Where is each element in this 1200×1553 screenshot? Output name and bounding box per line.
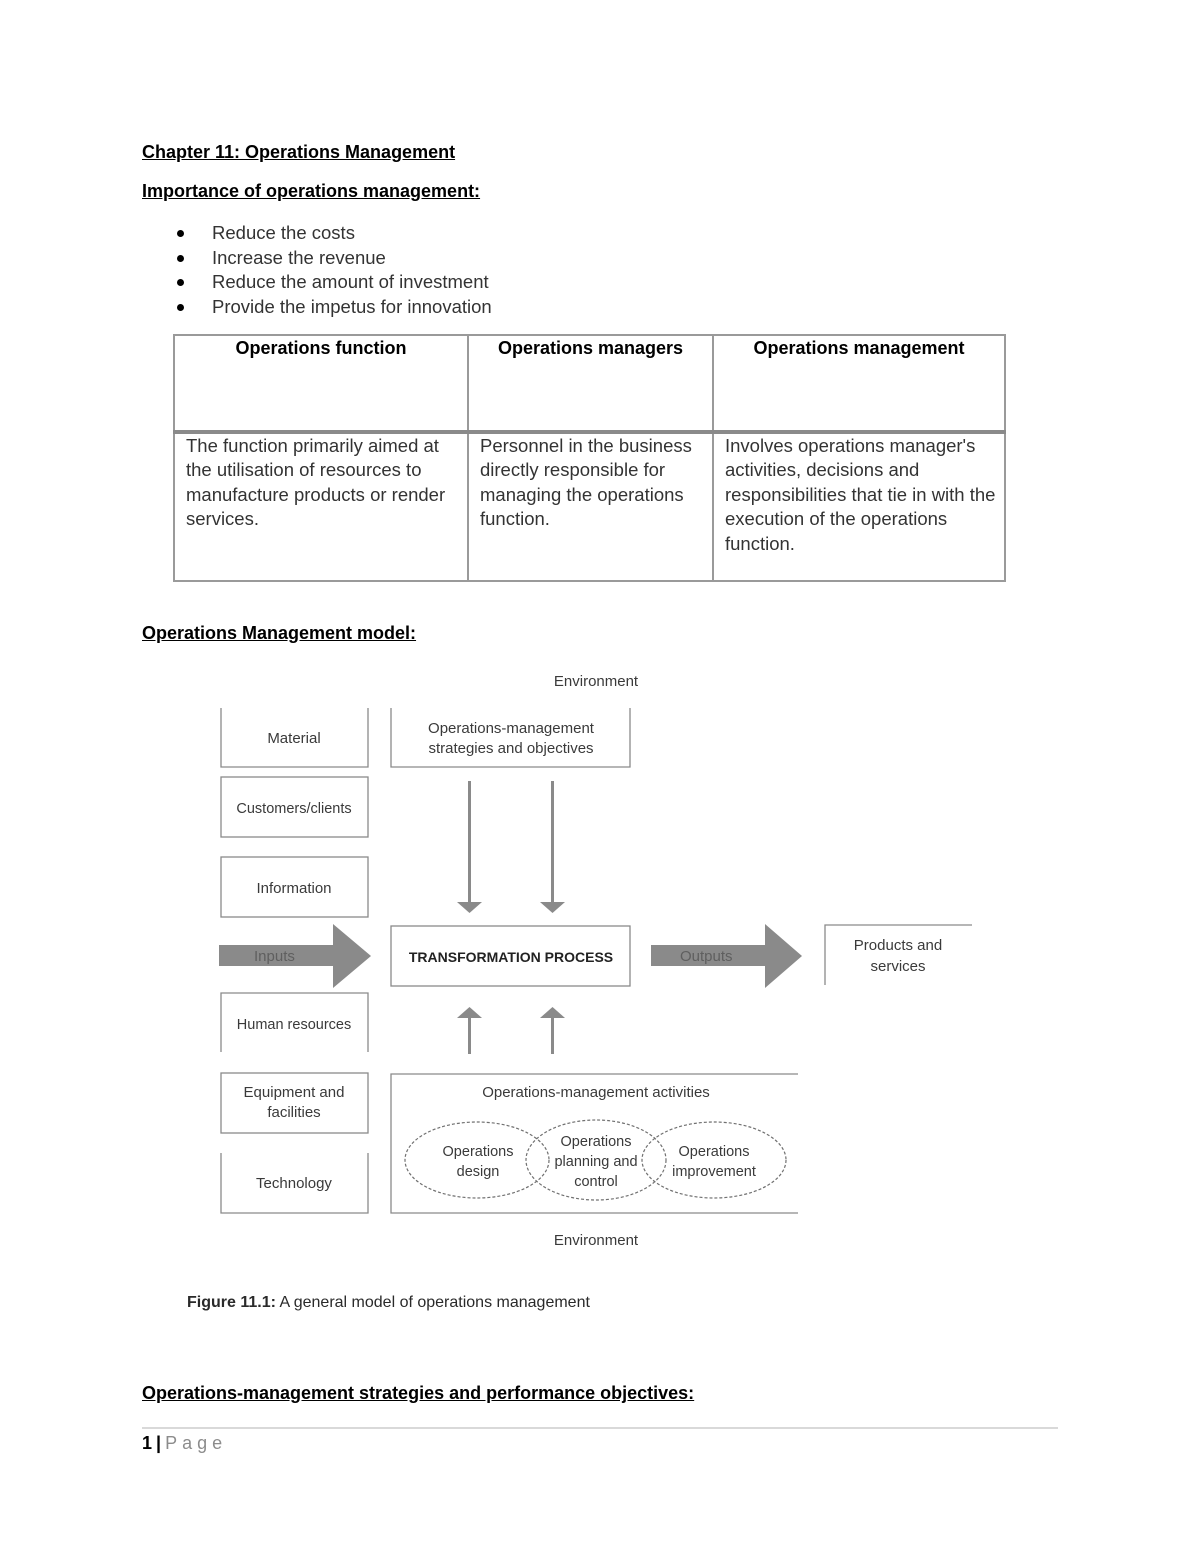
operations-design-ellipse: [404, 1121, 550, 1199]
activities-box: [390, 1073, 798, 1214]
human-resources-label: Human resources: [237, 1017, 351, 1033]
outputs-arrow: [651, 924, 802, 988]
footer-separator: |: [156, 1433, 162, 1453]
table-cell: Involves operations manager's activities…: [712, 431, 1006, 582]
page-number: 1: [142, 1433, 153, 1453]
arrow-up-shaft: [551, 1017, 554, 1054]
technology-box: [220, 1153, 369, 1214]
list-item: Reduce the amount of investment: [172, 270, 492, 295]
figure-caption: Figure 11.1: A general model of operatio…: [187, 1294, 590, 1311]
page-label: Page: [165, 1433, 228, 1453]
inputs-arrow: [219, 924, 371, 988]
importance-heading: Importance of operations management:: [142, 181, 481, 201]
arrow-down-shaft: [468, 781, 471, 903]
table-cell: Personnel in the business directly respo…: [467, 431, 714, 582]
figure-caption-text: A general model of operations management: [276, 1294, 591, 1311]
table-header-cell: Operations management: [712, 334, 1006, 434]
arrow-up-head: [540, 1007, 565, 1018]
material-box: [220, 708, 369, 768]
planning-label: planning and: [554, 1154, 637, 1170]
operations-planning-ellipse: [525, 1119, 667, 1201]
improvement-label: Operations: [679, 1144, 750, 1160]
arrow-up-shaft: [468, 1017, 471, 1054]
arrow-down-shaft: [551, 781, 554, 903]
table-row: The function primarily aimed at the util…: [173, 431, 1006, 582]
design-label: Operations: [443, 1144, 514, 1160]
human-resources-box: [220, 992, 369, 1052]
outputs-arrow-label: Outputs: [680, 948, 733, 965]
transformation-box: [390, 925, 631, 987]
table-header-cell: Operations managers: [467, 334, 714, 434]
table-cell: The function primarily aimed at the util…: [173, 431, 469, 582]
equipment-box: [220, 1072, 369, 1134]
planning-label: Operations: [561, 1134, 632, 1150]
model-heading: Operations Management model:: [142, 623, 417, 643]
improvement-label: improvement: [672, 1164, 756, 1180]
material-label: Material: [267, 730, 320, 747]
strategies-box: [390, 708, 631, 768]
next-section-heading: Operations-management strategies and per…: [142, 1383, 695, 1403]
transformation-label: TRANSFORMATION PROCESS: [409, 949, 613, 965]
arrow-down-head: [540, 902, 565, 913]
equipment-label: Equipment and: [244, 1084, 345, 1101]
inputs-arrow-label: Inputs: [254, 948, 295, 965]
page-footer: 1|Page: [142, 1433, 227, 1454]
operations-improvement-ellipse: [641, 1121, 787, 1199]
list-item: Increase the revenue: [172, 246, 492, 271]
arrow-up-head: [457, 1007, 482, 1018]
planning-label: control: [574, 1174, 618, 1190]
products-label: services: [870, 958, 925, 975]
table-header-cell: Operations function: [173, 334, 469, 434]
importance-list: Reduce the costs Increase the revenue Re…: [172, 221, 492, 319]
operations-table: Operations function Operations managers …: [173, 334, 1006, 582]
chapter-title: Chapter 11: Operations Management: [142, 142, 456, 162]
table-header-row: Operations function Operations managers …: [173, 334, 1006, 434]
environment-bottom-label: Environment: [554, 1232, 639, 1249]
strategies-label: strategies and objectives: [428, 740, 593, 757]
information-box: [220, 856, 369, 918]
list-item: Provide the impetus for innovation: [172, 295, 492, 320]
strategies-label: Operations-management: [428, 720, 595, 737]
technology-label: Technology: [256, 1175, 332, 1192]
information-label: Information: [256, 880, 331, 897]
customers-label: Customers/clients: [236, 801, 351, 817]
design-label: design: [457, 1164, 500, 1180]
list-item: Reduce the costs: [172, 221, 492, 246]
footer-divider: [142, 1427, 1058, 1429]
equipment-label: facilities: [267, 1104, 320, 1121]
environment-top-label: Environment: [554, 673, 639, 690]
figure-caption-number: Figure 11.1:: [187, 1294, 276, 1311]
products-label: Products and: [854, 937, 942, 954]
customers-box: [220, 776, 369, 838]
activities-title: Operations-management activities: [482, 1084, 710, 1101]
products-box: [824, 924, 972, 985]
arrow-down-head: [457, 902, 482, 913]
